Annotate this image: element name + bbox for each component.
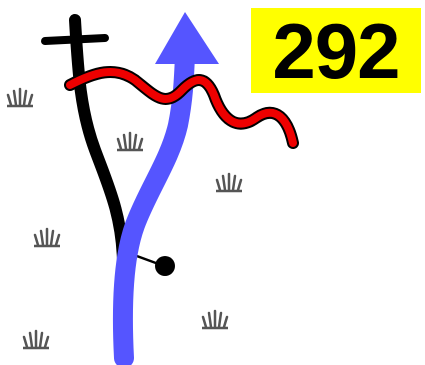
route-arrow bbox=[123, 12, 219, 358]
route-number-badge: 292 bbox=[251, 8, 421, 93]
marsh-icon bbox=[216, 174, 242, 191]
arrow-head bbox=[155, 12, 219, 64]
side-road-spur bbox=[134, 255, 175, 276]
dead-end-dot bbox=[155, 256, 175, 276]
marsh-icon bbox=[34, 229, 60, 246]
marsh-icon bbox=[7, 89, 33, 106]
route-number: 292 bbox=[272, 12, 399, 90]
dead-end-bar bbox=[45, 38, 105, 41]
marsh-icon bbox=[117, 133, 143, 150]
marsh-icon bbox=[202, 311, 228, 328]
marsh-icon bbox=[23, 331, 49, 348]
closed-road bbox=[45, 20, 123, 262]
